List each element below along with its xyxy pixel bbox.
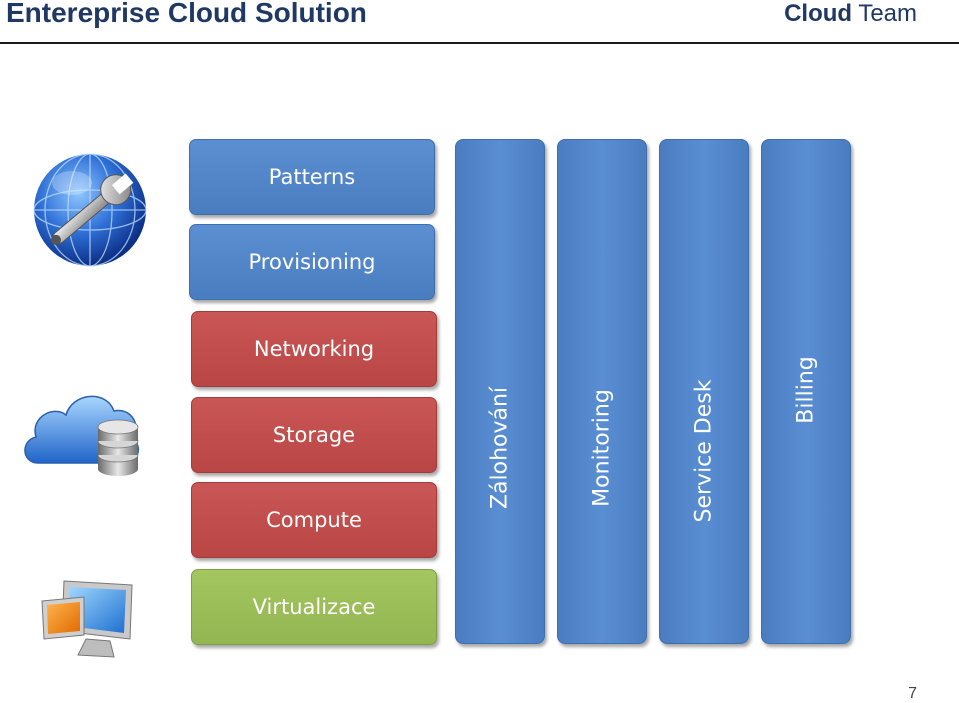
layer-patterns: Patterns <box>189 139 435 215</box>
layer-label: Patterns <box>268 165 356 189</box>
layer-virtualizace: Virtualizace <box>191 569 437 645</box>
layer-provisioning: Provisioning <box>189 224 435 300</box>
column-service-desk: Service Desk <box>659 139 749 644</box>
column-zalohovani: Zálohování <box>455 139 545 644</box>
column-billing: Billing <box>761 139 851 644</box>
column-monitoring: Monitoring <box>557 139 647 644</box>
layer-label: Provisioning <box>248 250 376 274</box>
globe-wrench-icon <box>33 153 147 267</box>
layer-label: Compute <box>266 508 362 532</box>
layer-label: Storage <box>272 423 356 447</box>
column-label: Monitoring <box>589 389 615 507</box>
column-label: Service Desk <box>691 379 717 523</box>
header-divider <box>0 42 959 44</box>
layer-compute: Compute <box>191 482 437 558</box>
page-title: Entereprise Cloud Solution <box>6 0 367 28</box>
layer-storage: Storage <box>191 397 437 473</box>
brand-label: Cloud Team <box>784 0 917 28</box>
column-label: Zálohování <box>487 386 513 510</box>
brand-rest: Team <box>852 0 917 27</box>
layer-label: Virtualizace <box>252 595 376 619</box>
layer-networking: Networking <box>191 311 437 387</box>
layer-label: Networking <box>253 337 375 361</box>
page-number: 7 <box>908 685 917 702</box>
column-label: Billing <box>793 356 819 424</box>
cloud-database-icon <box>24 395 140 476</box>
computer-monitor-icon <box>41 580 133 658</box>
brand-bold: Cloud <box>784 0 853 27</box>
